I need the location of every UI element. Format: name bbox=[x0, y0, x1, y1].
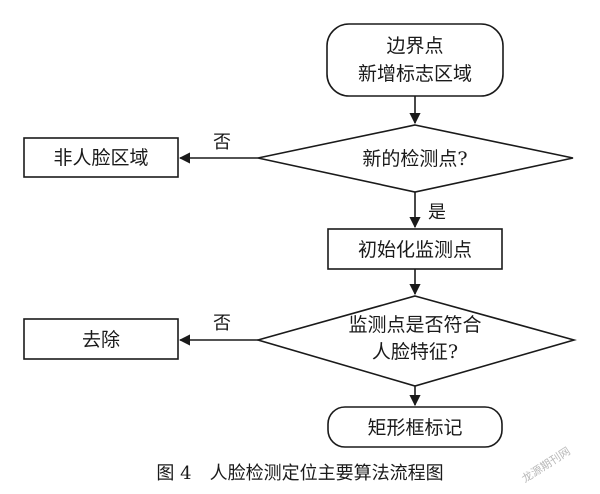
edge-label-no1: 否 bbox=[213, 132, 231, 153]
end-text: 矩形框标记 bbox=[367, 417, 462, 439]
start-node: 边界点 新增标志区域 bbox=[326, 23, 504, 97]
edge-label-yes1: 是 bbox=[428, 202, 446, 223]
remove-text: 去除 bbox=[82, 329, 120, 351]
decision2-line2: 人脸特征? bbox=[372, 341, 458, 363]
decision1-text: 新的检测点? bbox=[362, 148, 467, 170]
decision1-node: 新的检测点? bbox=[257, 124, 574, 193]
non-face-node: 非人脸区域 bbox=[23, 137, 179, 178]
edge-label-no2: 否 bbox=[213, 313, 231, 334]
decision2-line1: 监测点是否符合 bbox=[348, 314, 481, 336]
init-text: 初始化监测点 bbox=[358, 239, 472, 261]
start-node-line1: 边界点 bbox=[386, 35, 443, 57]
decision2-node: 监测点是否符合 人脸特征? bbox=[255, 295, 577, 387]
init-node: 初始化监测点 bbox=[327, 228, 503, 270]
figure-caption: 图 4 人脸检测定位主要算法流程图 bbox=[156, 463, 443, 484]
non-face-text: 非人脸区域 bbox=[53, 147, 148, 169]
start-node-line2: 新增标志区域 bbox=[358, 63, 472, 85]
watermark-logo: 龙源期刊网 bbox=[519, 444, 573, 486]
end-node: 矩形框标记 bbox=[327, 406, 503, 448]
remove-node: 去除 bbox=[23, 318, 179, 360]
